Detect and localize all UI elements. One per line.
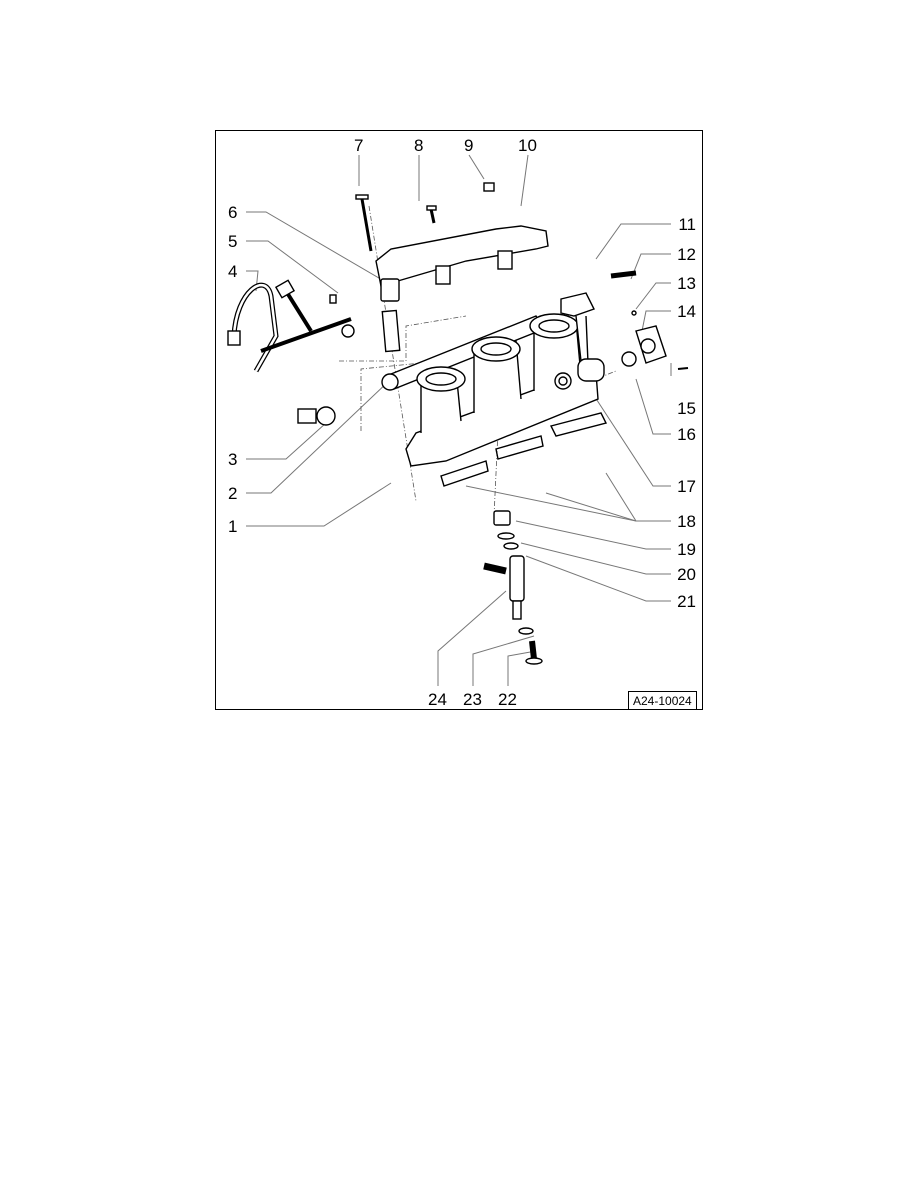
callout-6: 6 — [228, 203, 238, 222]
callout-10: 10 — [518, 136, 537, 155]
callout-3: 3 — [228, 450, 238, 469]
callout-7: 7 — [354, 136, 364, 155]
callout-20: 20 — [677, 565, 696, 584]
callout-23: 23 — [463, 690, 482, 709]
callout-9: 9 — [464, 136, 474, 155]
callout-11: 11 — [678, 215, 696, 234]
callout-14: 14 — [677, 302, 696, 321]
callout-8: 8 — [414, 136, 424, 155]
callout-18: 18 — [677, 512, 696, 531]
callout-17: 17 — [677, 477, 696, 496]
callout-19: 19 — [677, 540, 696, 559]
callout-15: 15 — [677, 399, 696, 418]
callout-2: 2 — [228, 484, 238, 503]
callout-1: 1 — [228, 517, 238, 536]
exploded-parts-diagram: 1 2 3 4 5 6 7 8 9 10 11 12 13 14 15 16 1… — [215, 130, 703, 710]
callout-22: 22 — [498, 690, 517, 709]
leader-lines — [246, 154, 672, 686]
callout-12: 12 — [677, 245, 696, 264]
callout-24: 24 — [428, 690, 447, 709]
diagram-drawing — [227, 154, 689, 686]
callout-4: 4 — [228, 262, 238, 281]
callout-16: 16 — [677, 425, 696, 444]
callout-5: 5 — [228, 232, 238, 251]
callout-13: 13 — [677, 274, 696, 293]
figure-code: A24-10024 — [628, 691, 697, 709]
callout-21: 21 — [677, 592, 696, 611]
